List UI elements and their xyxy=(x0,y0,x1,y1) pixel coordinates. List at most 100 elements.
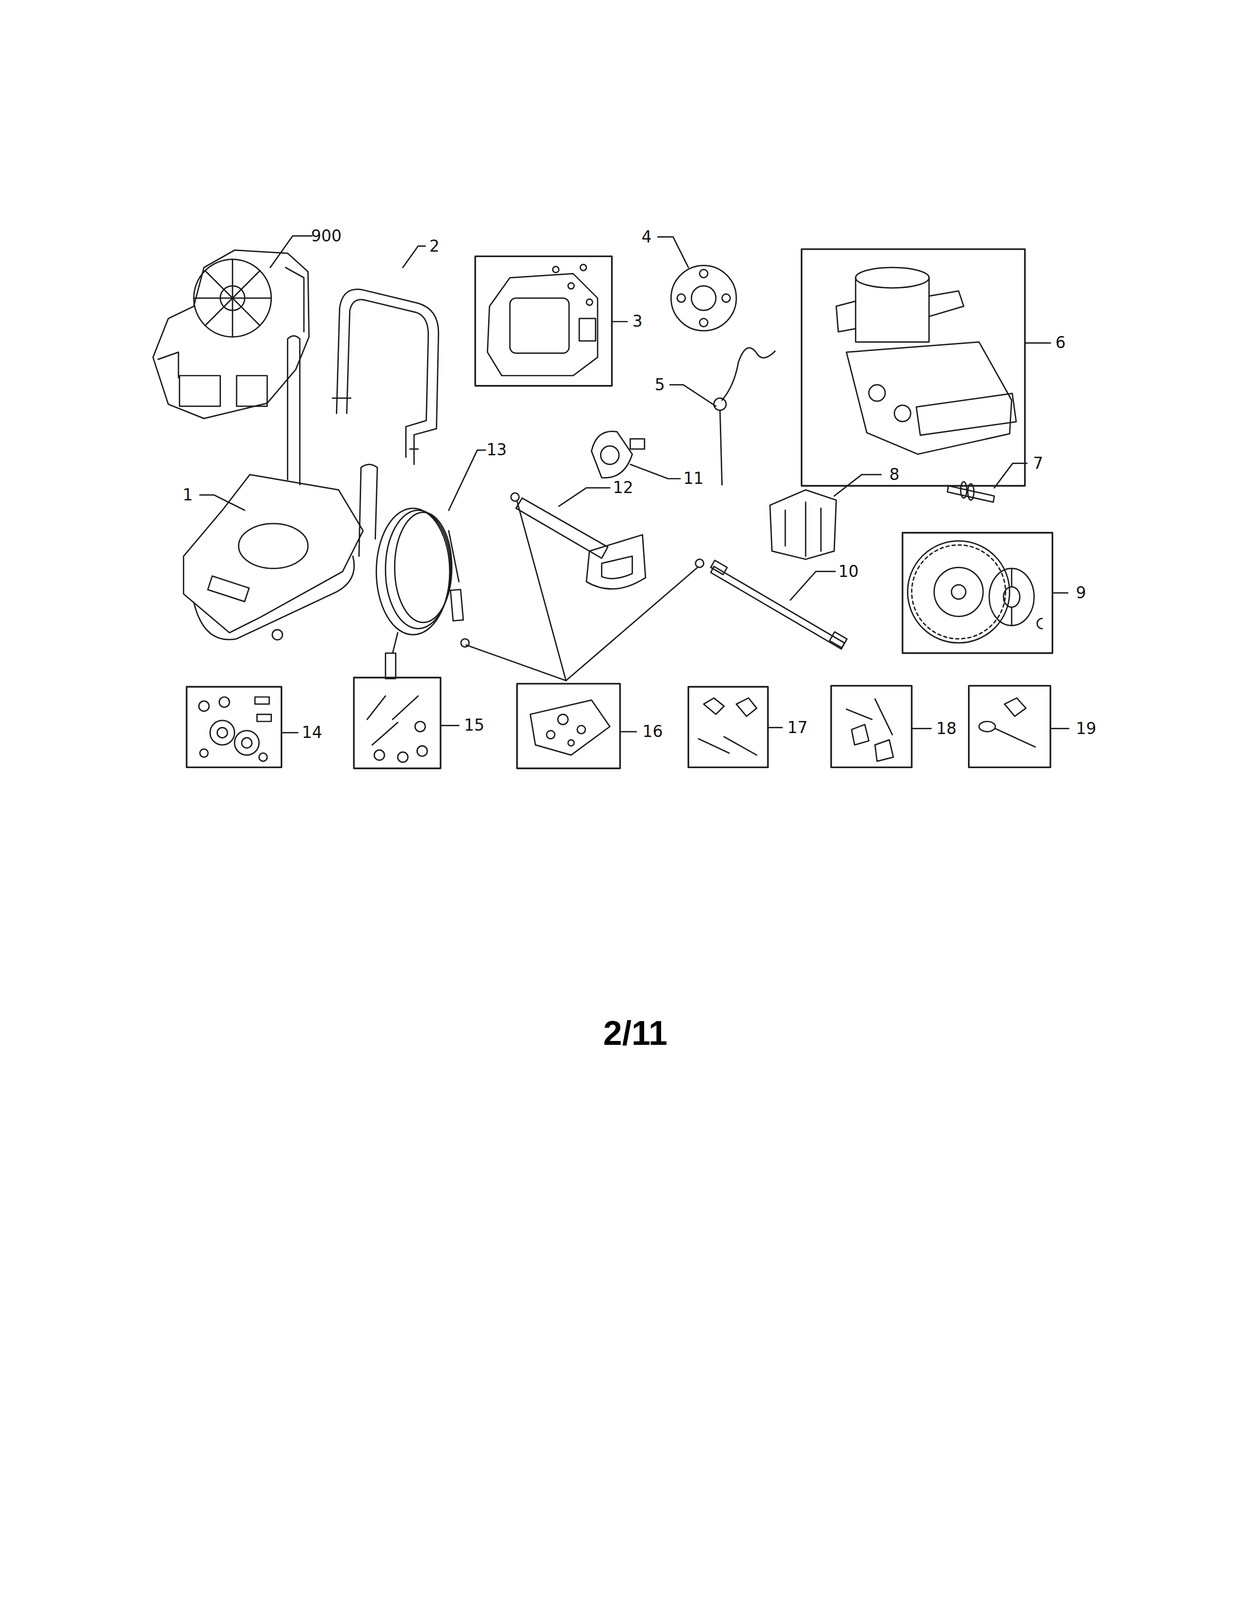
leader-lines-stroke xyxy=(767,726,782,729)
leader-lines-stroke xyxy=(1024,342,1051,344)
part-boxes-stroke xyxy=(517,683,621,769)
engine-drawing-stroke xyxy=(153,250,310,419)
hardware-drawing-stroke xyxy=(219,697,230,708)
leader-lines xyxy=(199,236,1069,733)
part-boxes-stroke xyxy=(968,685,1051,767)
nozzle-drawing-stroke xyxy=(600,445,619,465)
wheel-drawing-stroke xyxy=(1037,618,1043,629)
wheel-drawing-stroke xyxy=(1011,606,1013,626)
wheel-drawing-stroke xyxy=(951,584,966,599)
spray-gun-drawing-stroke xyxy=(586,534,646,589)
dipstick-drawing-stroke xyxy=(713,397,727,411)
leader-lines-stroke xyxy=(657,237,689,268)
hardware-drawing-stroke xyxy=(874,698,893,735)
hardware-drawing-stroke xyxy=(397,751,409,762)
axle-drawing-stroke xyxy=(967,483,975,501)
engine-drawing-stroke xyxy=(205,270,261,326)
callout-number: 17 xyxy=(787,719,808,736)
part-boxes-stroke xyxy=(353,677,441,769)
handle-drawing-stroke xyxy=(346,299,428,458)
hose-drawing-stroke xyxy=(385,652,396,679)
pump-drawing-stroke xyxy=(836,301,856,332)
hose-reel-part-stroke xyxy=(699,318,708,327)
callout-number: 10 xyxy=(838,563,859,580)
frame-drawing-stroke xyxy=(359,464,378,556)
hardware-drawing xyxy=(979,697,1036,747)
leader-lines-stroke xyxy=(466,644,567,681)
nozzle-drawing xyxy=(591,431,645,478)
hardware-drawing-stroke xyxy=(199,748,208,758)
page-number: 2/11 xyxy=(603,1015,668,1050)
hardware-drawing-stroke xyxy=(1004,697,1026,717)
pump-drawing xyxy=(836,267,1016,455)
callout-number: 900 xyxy=(311,227,342,244)
lance-drawing-stroke xyxy=(710,560,728,575)
callout-number: 4 xyxy=(641,228,652,245)
dipstick-drawing-stroke xyxy=(719,410,722,485)
callout-number: 16 xyxy=(642,723,664,740)
panel-drawing-stroke xyxy=(568,282,575,289)
hose-drawing-stroke xyxy=(392,632,398,653)
part-boxes-stroke xyxy=(475,256,612,386)
part-boxes-stroke xyxy=(831,685,912,767)
engine-drawing xyxy=(153,250,310,419)
pump-drawing-stroke xyxy=(916,393,1016,435)
callout-number: 5 xyxy=(654,376,666,393)
panel-drawing-stroke xyxy=(509,298,570,354)
holder-drawing-stroke xyxy=(784,509,787,546)
hardware-drawing-stroke xyxy=(846,709,872,720)
handle-drawing-stroke xyxy=(336,289,439,465)
engine-drawing-stroke xyxy=(158,351,179,378)
part-boxes-stroke xyxy=(801,249,1026,486)
lance-drawing-stroke xyxy=(695,558,704,568)
hardware-drawing-stroke xyxy=(366,695,386,719)
spray-gun-drawing-stroke xyxy=(601,555,633,579)
leader-lines-stroke xyxy=(994,463,1027,488)
handle-drawing-stroke xyxy=(410,448,419,450)
hardware-drawing-stroke xyxy=(736,697,757,717)
hose-reel-part-stroke xyxy=(691,285,716,311)
callout-number: 19 xyxy=(1076,720,1097,737)
panel-drawing-stroke xyxy=(580,264,587,271)
callout-number: 7 xyxy=(1032,455,1044,472)
dipstick-drawing-stroke xyxy=(722,347,776,400)
frame-drawing-stroke xyxy=(238,523,308,569)
hardware-drawing-stroke xyxy=(241,737,253,748)
lance-drawing xyxy=(695,558,848,649)
panel-drawing-stroke xyxy=(552,266,559,273)
axle-drawing xyxy=(947,481,995,503)
handle-drawing xyxy=(332,289,439,465)
wheel-drawing-stroke xyxy=(934,567,983,617)
hose-drawing-stroke xyxy=(394,512,452,623)
hose-reel-part xyxy=(670,265,737,332)
hardware-drawing xyxy=(366,695,428,762)
hardware-drawing-stroke xyxy=(392,695,419,719)
decal-drawing xyxy=(530,699,610,756)
decal-drawing-stroke xyxy=(568,739,575,746)
hose-reel-part-stroke xyxy=(677,293,686,302)
callout-number: 6 xyxy=(1055,334,1066,351)
callout-number: 13 xyxy=(486,441,508,458)
frame-drawing-stroke xyxy=(183,474,364,633)
hardware-drawing-stroke xyxy=(995,728,1035,747)
callout-number: 3 xyxy=(632,313,643,330)
leader-lines-stroke xyxy=(517,501,567,681)
leader-lines-stroke xyxy=(270,236,313,268)
hardware-drawing-stroke xyxy=(414,721,426,732)
hardware-drawing-stroke xyxy=(234,730,259,755)
leader-lines-stroke xyxy=(281,731,299,734)
handle-drawing-stroke xyxy=(332,397,351,399)
callout-number: 9 xyxy=(1076,584,1087,601)
hardware-drawing xyxy=(846,698,894,761)
hardware-drawing-stroke xyxy=(209,720,235,745)
decal-drawing-stroke xyxy=(530,699,610,756)
wheel-drawing-stroke xyxy=(1003,586,1020,607)
frame-drawing xyxy=(183,335,378,640)
line-art xyxy=(153,236,1069,769)
callout-number: 18 xyxy=(935,720,957,737)
engine-drawing-stroke xyxy=(236,375,268,407)
holder-drawing xyxy=(769,489,837,559)
leader-lines-stroke xyxy=(558,487,610,507)
frame-drawing-stroke xyxy=(272,629,283,640)
leader-lines-stroke xyxy=(440,724,460,727)
